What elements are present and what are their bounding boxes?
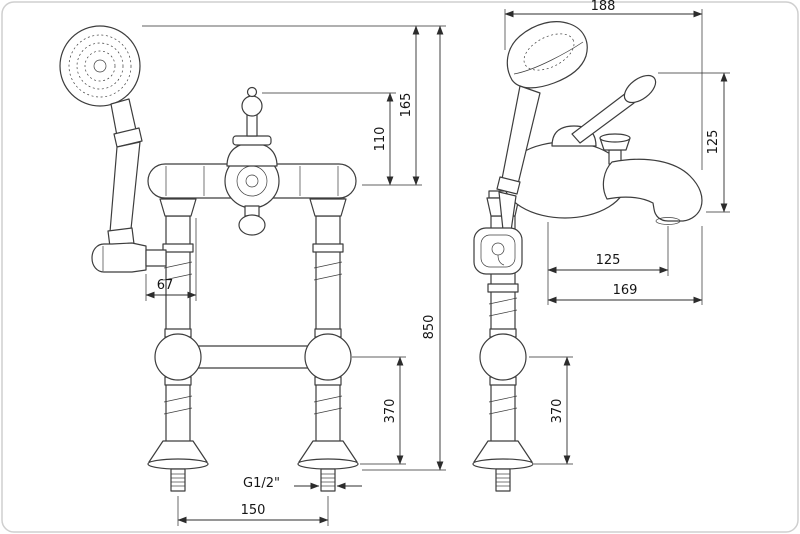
dim-top-to-spout-label: 165 [399,93,414,118]
side-threaded-stud [495,468,511,492]
dim-side-lower-section-label: 370 [550,399,565,424]
dim-body-to-tip-label: 169 [613,283,638,298]
shower-handle [109,141,141,233]
dimension-front-lower-section: 370 [352,356,406,465]
dimension-top-to-spout: 165 [142,25,446,186]
dimension-hose-offset: 67 [145,218,197,301]
dim-thread-label: G1/2" [243,476,280,491]
left-ball-joint [154,333,202,381]
tub-spout [602,158,703,222]
hand-shower-front [59,25,167,273]
dimension-handle-to-spout: 125 [658,72,730,213]
side-base [472,440,534,492]
dimension-side-lower-section: 370 [529,356,573,465]
dim-handle-to-spout-label: 125 [706,130,721,155]
crossbar [189,345,317,369]
left-base [147,440,209,492]
aerator [655,217,681,225]
hose-elbow [91,242,147,273]
side-view [472,21,703,492]
side-ball-joint [479,333,527,381]
diverter-knob [599,133,631,165]
dim-overall-depth-label: 188 [591,0,616,14]
dimension-thread: G1/2" [243,476,362,491]
dim-hose-offset-label: 67 [157,278,174,293]
dimension-overall-height: 850 [362,25,446,471]
lever-handle [571,74,657,144]
hand-shower-side [496,21,588,232]
dim-riser-spacing-label: 150 [241,503,266,518]
shower-head [59,25,141,107]
mixer-bridge-body [147,153,357,209]
front-left-riser [162,215,194,445]
front-view [59,25,359,492]
shower-bracket [473,227,523,275]
right-base [297,440,359,492]
front-right-riser [312,215,344,445]
dim-body-to-outlet-label: 125 [596,253,621,268]
dim-finial-to-spout-label: 110 [373,127,388,152]
left-threaded-stud [170,468,186,492]
dimension-body-to-tip: 169 [547,226,703,305]
dimension-body-to-outlet: 125 [547,222,669,305]
shower-head-side [506,21,588,89]
top-finial [226,86,278,167]
diverter-bell [238,205,266,236]
dim-front-lower-section-label: 370 [383,399,398,424]
right-ball-joint [304,333,352,381]
dim-overall-height-label: 850 [422,315,437,340]
dimension-riser-spacing: 150 [177,496,329,526]
dimension-finial-to-spout: 110 [262,92,396,186]
dimension-overall-depth: 188 [504,0,703,170]
right-threaded-stud [320,468,336,492]
